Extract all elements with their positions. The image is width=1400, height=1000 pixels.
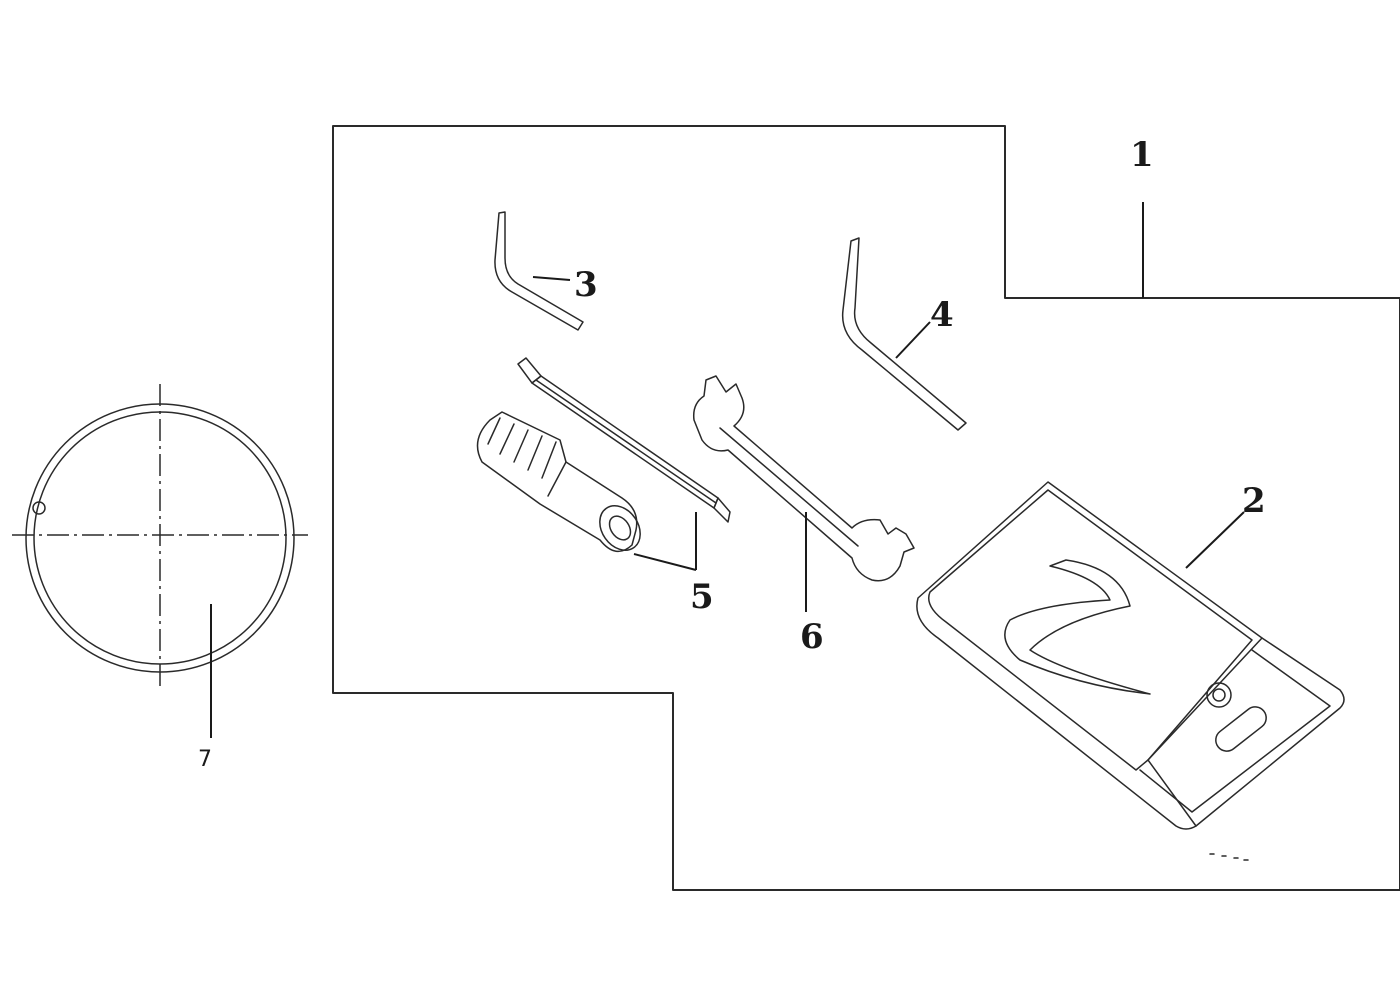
callout-4: 4 — [930, 295, 954, 335]
callout-3: 3 — [574, 265, 598, 305]
callout-5: 5 — [690, 577, 714, 617]
callout-2: 2 — [1242, 481, 1266, 521]
allen-key-large-icon — [841, 237, 967, 431]
leader-4 — [895, 321, 931, 359]
leader-3 — [532, 276, 571, 281]
tool-bag-icon — [916, 481, 1345, 861]
leader-2 — [1185, 511, 1245, 569]
screwdriver-shaft-icon — [517, 357, 731, 523]
screwdriver-handle-icon — [476, 411, 641, 553]
callout-7: 7 — [198, 747, 212, 772]
allen-key-small-icon — [494, 211, 584, 331]
toolkit-boundary — [332, 125, 1400, 891]
o-ring-icon — [12, 384, 308, 690]
callout-6: 6 — [800, 617, 824, 657]
leader-5b — [633, 553, 697, 571]
callout-1: 1 — [1130, 135, 1154, 175]
leader-lines — [210, 202, 1245, 738]
wrench-icon — [692, 375, 915, 582]
